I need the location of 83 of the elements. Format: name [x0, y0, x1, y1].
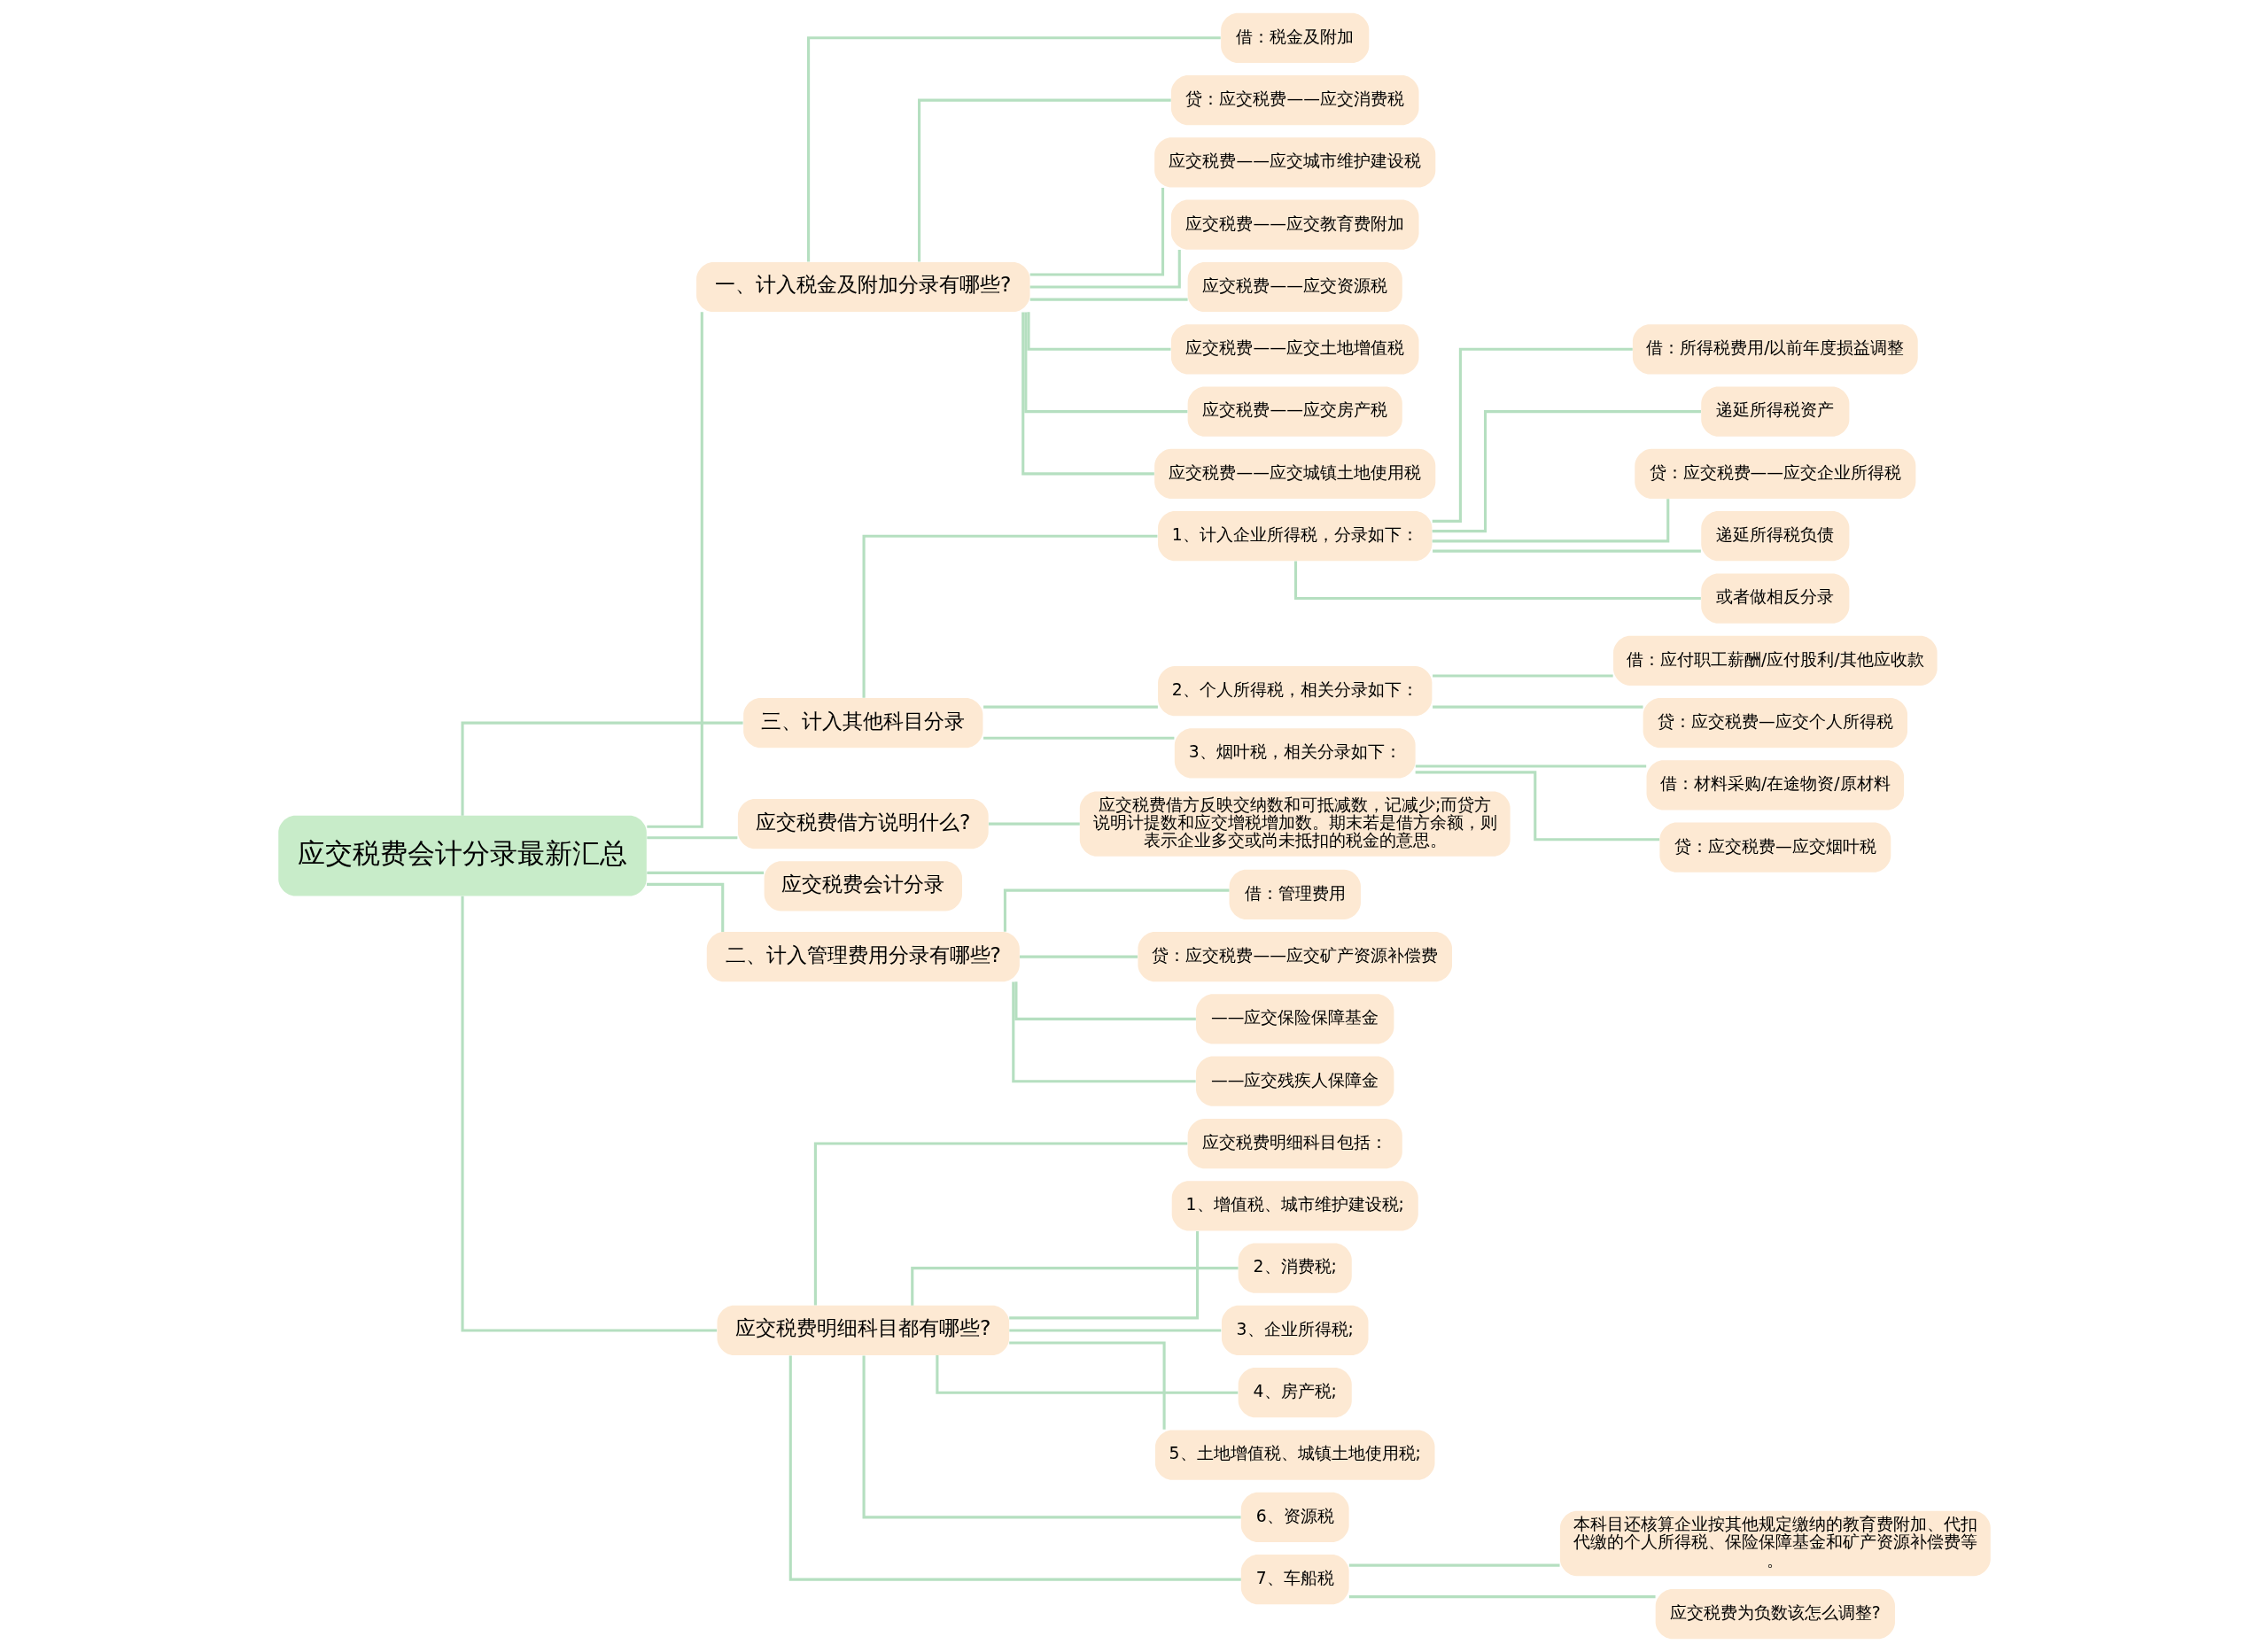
connector — [1011, 981, 1196, 1083]
node-box: 应交税费借方说明什么? — [737, 799, 989, 849]
node-box: 应交税费——应交城市维护建设税 — [1153, 137, 1435, 188]
connector — [1432, 347, 1633, 523]
node-box: 应交税费——应交资源税 — [1187, 261, 1402, 313]
node-box: 借：所得税费用/以前年度损益调整 — [1632, 324, 1918, 375]
connector — [788, 1355, 1241, 1581]
connector — [1014, 981, 1196, 1020]
node-box: 二、计入管理费用分录有哪些? — [706, 932, 1020, 982]
node-box: 1、计入企业所得税，分录如下： — [1157, 511, 1432, 562]
connector — [646, 312, 703, 828]
node-box: 7、车船税 — [1240, 1555, 1349, 1605]
connector — [862, 534, 1157, 698]
connector — [1029, 249, 1181, 289]
connector — [1023, 312, 1187, 414]
node-box: 应交税费为负数该怎么调整? — [1655, 1589, 1895, 1640]
connector — [646, 871, 764, 874]
node-box: 应交税费明细科目都有哪些? — [717, 1305, 1009, 1356]
node-box: 贷：应交税费—应交烟叶税 — [1658, 822, 1891, 873]
node-box: 应交税费——应交城镇土地使用税 — [1153, 448, 1435, 500]
connector — [917, 98, 1171, 262]
node-box: 6、资源税 — [1240, 1492, 1349, 1542]
node-box: 应交税费会计分录 — [764, 861, 962, 911]
connector — [1029, 188, 1164, 276]
connector — [1348, 1563, 1560, 1567]
connector — [460, 896, 717, 1332]
node-box: 应交税费——应交房产税 — [1187, 386, 1402, 437]
connector — [1415, 771, 1659, 842]
connector — [1021, 312, 1154, 476]
connector — [1008, 1231, 1199, 1320]
connector — [1029, 298, 1188, 301]
node-box: 递延所得税负债 — [1700, 511, 1849, 562]
node-box: 借：税金及附加 — [1220, 12, 1369, 63]
connector — [1019, 955, 1138, 958]
node-box: 三、计入其他科目分录 — [742, 698, 983, 748]
connector — [910, 1267, 1238, 1306]
node-box: 贷：应交税费—应交个人所得税 — [1643, 698, 1907, 748]
node-box: 或者做相反分录 — [1700, 573, 1849, 624]
node-box: 应交税费明细科目包括： — [1187, 1118, 1402, 1169]
connector — [646, 882, 724, 932]
node-box: 4、房产税; — [1238, 1368, 1352, 1418]
node-box: 借：管理费用 — [1229, 869, 1361, 919]
node-box: 贷：应交税费——应交矿产资源补偿费 — [1137, 932, 1452, 982]
node-box: 本科目还核算企业按其他规定缴纳的教育费附加、代扣代缴的个人所得税、保险保障基金和矿产资源补偿费等。 — [1559, 1510, 1991, 1577]
connector — [1008, 1329, 1221, 1332]
connector — [988, 822, 1080, 826]
connector — [983, 705, 1158, 709]
connector — [1432, 549, 1701, 553]
node-box: 3、企业所得税; — [1221, 1305, 1368, 1356]
node-box: 一、计入税金及附加分录有哪些? — [695, 261, 1030, 313]
connector — [1008, 1341, 1166, 1430]
node-box: 借：材料采购/在途物资/原材料 — [1646, 760, 1904, 810]
connector — [935, 1355, 1238, 1394]
node-box: 应交税费——应交教育费附加 — [1170, 199, 1419, 250]
node-box: 5、土地增值税、城镇土地使用税; — [1154, 1430, 1434, 1480]
node-box: 2、个人所得税，相关分录如下： — [1157, 666, 1432, 717]
node-box: 应交税费——应交土地增值税 — [1170, 324, 1419, 375]
connector — [1432, 499, 1669, 543]
connector — [1415, 764, 1646, 768]
node-box: 应交税费借方反映交纳数和可抵减数，记减少;而贷方说明计提数和应交增税增加数。期末若是借方余额，则表示企业多交或尚未抵扣的税金的意思。 — [1079, 791, 1511, 857]
connector — [460, 721, 743, 816]
connector — [1432, 674, 1613, 678]
connector — [1293, 561, 1701, 601]
connector — [1348, 1595, 1656, 1599]
node-box: 贷：应交税费——应交企业所得税 — [1634, 448, 1915, 500]
connector — [1432, 705, 1643, 709]
connector — [813, 1142, 1187, 1306]
connector — [983, 736, 1174, 740]
connector — [1026, 312, 1170, 351]
connector — [862, 1355, 1241, 1519]
node-box: ——应交保险保障基金 — [1195, 994, 1394, 1044]
node-box: 3、烟叶税，相关分录如下： — [1174, 728, 1416, 779]
node-box: 应交税费会计分录最新汇总 — [277, 815, 647, 896]
node-box: 递延所得税资产 — [1700, 386, 1849, 437]
connector — [1003, 888, 1229, 932]
node-box: ——应交残疾人保障金 — [1195, 1056, 1394, 1106]
node-box: 2、消费税; — [1238, 1243, 1352, 1293]
connector — [646, 836, 737, 840]
node-box: 借：应付职工薪酬/应付股利/其他应收款 — [1612, 635, 1938, 686]
connector — [1432, 410, 1701, 533]
connector — [806, 36, 1221, 262]
node-box: 贷：应交税费——应交消费税 — [1170, 75, 1419, 126]
node-box: 1、增值税、城市维护建设税; — [1171, 1181, 1418, 1231]
